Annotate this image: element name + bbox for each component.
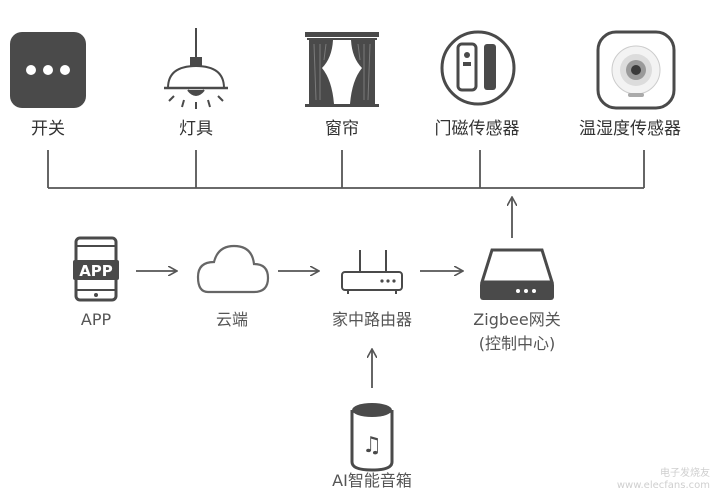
gateway-icon <box>479 248 555 300</box>
temperature-humidity-sensor-icon <box>596 30 676 110</box>
flow-arrows <box>136 198 512 388</box>
device-label-light: 灯具 <box>179 119 213 139</box>
pendant-lamp-icon <box>164 28 228 109</box>
cloud-icon <box>196 244 270 294</box>
node-label-gateway: Zigbee网关 <box>473 310 561 329</box>
curtain-icon <box>305 32 379 107</box>
app-badge-text: APP <box>79 262 113 280</box>
router-icon <box>341 250 403 294</box>
device-label-switch: 开关 <box>31 119 65 139</box>
switch-icon <box>10 32 86 108</box>
device-label-curtain: 窗帘 <box>325 119 359 139</box>
watermark-line2: www.elecfans.com <box>616 480 710 491</box>
watermark-line1: 电子发烧友 <box>660 468 710 479</box>
node-label-app: APP <box>80 310 112 329</box>
device-label-th-sensor: 温湿度传感器 <box>579 119 681 139</box>
node-label-cloud: 云端 <box>215 310 249 329</box>
watermark: 电子发烧友 www.elecfans.com <box>617 468 710 492</box>
svg-text:♫: ♫ <box>362 433 382 458</box>
node-label-router: 家中路由器 <box>331 310 413 329</box>
phone-app-icon: APP <box>73 236 119 302</box>
smart-speaker-icon: ♫ <box>350 403 394 472</box>
device-bus <box>47 150 645 189</box>
node-label-gateway-subtitle: (控制中心) <box>478 334 556 353</box>
door-sensor-icon <box>440 30 516 106</box>
node-label-speaker: AI智能音箱 <box>332 471 412 490</box>
device-label-door-sensor: 门磁传感器 <box>434 119 520 139</box>
